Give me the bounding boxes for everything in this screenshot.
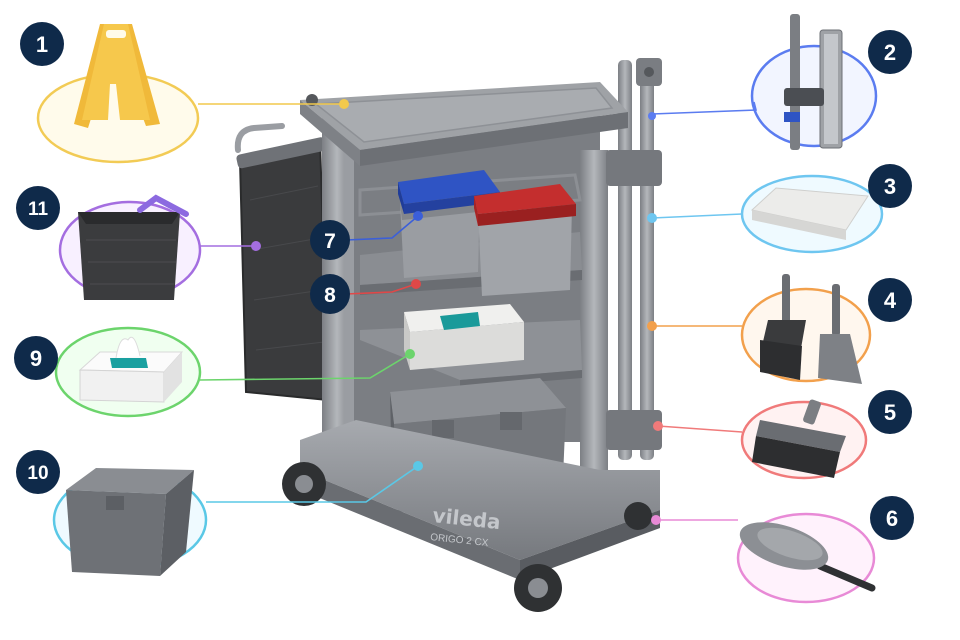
leader-10 (206, 465, 419, 503)
badge-1: 1 (20, 22, 64, 66)
badge-8: 8 (310, 274, 350, 314)
leader-lines (198, 99, 758, 525)
waste-bag (234, 123, 330, 402)
badge-6: 6 (870, 496, 914, 540)
badge-9: 9 (14, 336, 58, 380)
svg-text:1: 1 (36, 32, 48, 57)
microfiber-pad-icon (750, 187, 869, 240)
badge-11: 11 (16, 186, 60, 230)
brush-and-dustpan-icon (760, 274, 862, 384)
badge-10: 10 (16, 450, 60, 494)
leader-3 (651, 213, 743, 219)
leader-8 (345, 283, 417, 295)
svg-text:10: 10 (27, 463, 48, 484)
svg-text:7: 7 (324, 230, 336, 253)
svg-text:4: 4 (884, 288, 897, 313)
waste-basket-icon (78, 194, 189, 300)
leader-2 (651, 101, 758, 115)
red-lid-bucket (474, 184, 576, 296)
svg-text:8: 8 (324, 284, 336, 307)
svg-text:6: 6 (886, 506, 898, 531)
scrub-brush-icon (752, 399, 846, 478)
badge-2: 2 (868, 30, 912, 74)
leader-5 (657, 425, 743, 433)
leader-9 (199, 353, 411, 381)
svg-text:11: 11 (28, 199, 49, 220)
badge-5: 5 (868, 390, 912, 434)
svg-text:3: 3 (884, 174, 896, 199)
mop-holder-icon (784, 14, 843, 150)
svg-text:2: 2 (884, 40, 896, 65)
badge-3: 3 (868, 164, 912, 208)
wipes-box-on-shelf (404, 304, 524, 370)
badge-4: 4 (868, 278, 912, 322)
wheels (282, 462, 652, 612)
wipes-dispenser-icon (78, 336, 184, 403)
leader-7 (345, 215, 419, 241)
svg-text:5: 5 (884, 400, 896, 425)
feather-duster-icon (739, 522, 876, 592)
cleaning-cart: vileda ORIGO 2 CX (234, 58, 662, 612)
storage-box-icon (66, 468, 194, 576)
svg-text:9: 9 (30, 346, 42, 371)
wet-floor-sign-icon (74, 24, 160, 128)
badge-7: 7 (310, 220, 350, 260)
number-badges: 1 2 3 4 5 6 7 8 9 10 11 (14, 22, 914, 540)
